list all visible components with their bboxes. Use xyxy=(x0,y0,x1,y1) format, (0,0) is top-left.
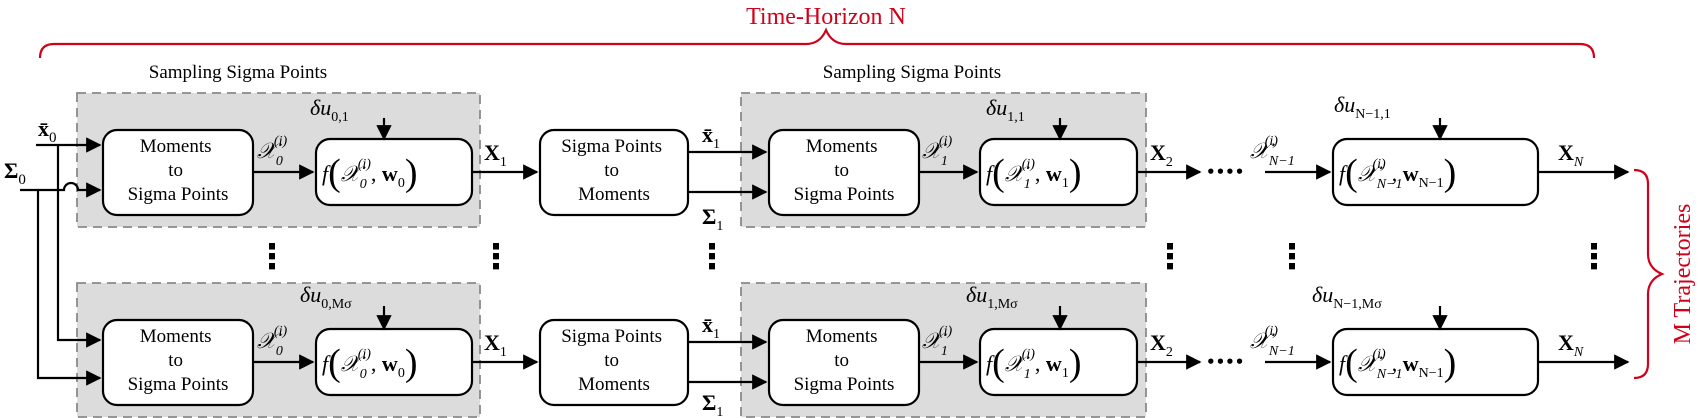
f-expr-row1-stage1: f(𝒳1(i), w1) xyxy=(986,152,1081,194)
sigma-to-moments-text: Sigma Points to Moments xyxy=(561,326,667,395)
delta-uN-label-row2: δuN−1,Mσ xyxy=(1312,282,1382,312)
sigma-0-wire-row1 xyxy=(20,181,102,198)
x-bar-0-wire-row2 xyxy=(56,145,102,348)
delta-uN-label-row1: δuN−1,1 xyxy=(1334,92,1391,122)
X1-label-row2: X1 xyxy=(484,330,507,360)
f-expr-row1-stageN: f(𝒳N−1(i), wN−1) xyxy=(1339,152,1456,194)
XN-label-row2: XN xyxy=(1558,330,1584,360)
X1-label-row1: X1 xyxy=(484,140,507,170)
sigma-to-moments-text: Sigma Points to Moments xyxy=(561,136,667,205)
sigma-0-label: Σ0 xyxy=(4,158,26,188)
chiN-label-row2: 𝒳N−1(i) xyxy=(1250,324,1295,359)
moments-to-sigma-text: Moments to Sigma Points xyxy=(128,136,229,205)
XN-label-row1: XN xyxy=(1558,140,1584,170)
X2-label-row1: X2 xyxy=(1150,140,1173,170)
vdots: ⋮ xyxy=(1275,237,1309,277)
ellipsis-row1: •••• xyxy=(1206,163,1244,181)
trajectories-brace xyxy=(1633,168,1665,380)
row-2: Moments to Sigma Points 𝒳0(i) f(𝒳0(i), w… xyxy=(101,282,1630,418)
f-expr-row2-stageN: f(𝒳N−1(i), wN−1) xyxy=(1339,342,1456,384)
vdots: ⋮ xyxy=(695,237,729,277)
sigma-1-label-row2: Σ1 xyxy=(702,390,723,418)
X2-label-row2: X2 xyxy=(1150,330,1173,360)
sigma-0-wire-row2 xyxy=(36,190,102,386)
f-expr-row2-stage1: f(𝒳1(i), w1) xyxy=(986,342,1081,384)
time-horizon-label: Time-Horizon N xyxy=(746,4,906,30)
vdots: ⋮ xyxy=(1153,237,1187,277)
moments-to-sigma-text: Moments to Sigma Points xyxy=(128,326,229,395)
x-bar-1-label-row2: x̄1 xyxy=(702,312,720,342)
sampling-label-1: Sampling Sigma Points xyxy=(149,62,327,83)
time-horizon-brace xyxy=(38,27,1596,59)
delta-u0-label-row1: δu0,1 xyxy=(310,95,349,125)
delta-u1-label-row1: δu1,1 xyxy=(986,95,1025,125)
vdots: ⋮ xyxy=(479,237,513,277)
delta-u1-label-row2: δu1,Mσ xyxy=(966,282,1018,312)
f-expr-row2-stage0: f(𝒳0(i), w0) xyxy=(322,342,417,384)
f-expr-row1-stage0: f(𝒳0(i), w0) xyxy=(322,152,417,194)
moments-to-sigma-text: Moments to Sigma Points xyxy=(794,136,895,205)
moments-to-sigma-text: Moments to Sigma Points xyxy=(794,326,895,395)
sigma-1-label-row1: Σ1 xyxy=(702,204,723,234)
x-bar-1-label-row1: x̄1 xyxy=(702,122,720,152)
vdots: ⋮ xyxy=(1577,237,1611,277)
x-bar-0-label: x̄0 xyxy=(38,116,57,146)
vertical-ellipses: ⋮ ⋮ ⋮ ⋮ ⋮ ⋮ xyxy=(255,237,1611,277)
sigma-to-moments-block-row2 xyxy=(538,318,690,407)
chiN-label-row1: 𝒳N−1(i) xyxy=(1250,134,1295,169)
chi0-label-row2: 𝒳0(i) xyxy=(257,324,287,359)
vdots: ⋮ xyxy=(255,237,289,277)
sigma-to-moments-block-row1 xyxy=(538,128,690,217)
row-1: Moments to Sigma Points 𝒳0(i) f(𝒳0(i), w… xyxy=(101,92,1630,234)
delta-u0-label-row2: δu0,Mσ xyxy=(300,282,352,312)
trajectories-label: M Trajectories xyxy=(1670,204,1696,345)
sampling-label-2: Sampling Sigma Points xyxy=(823,62,1001,83)
ellipsis-row2: •••• xyxy=(1206,353,1244,371)
